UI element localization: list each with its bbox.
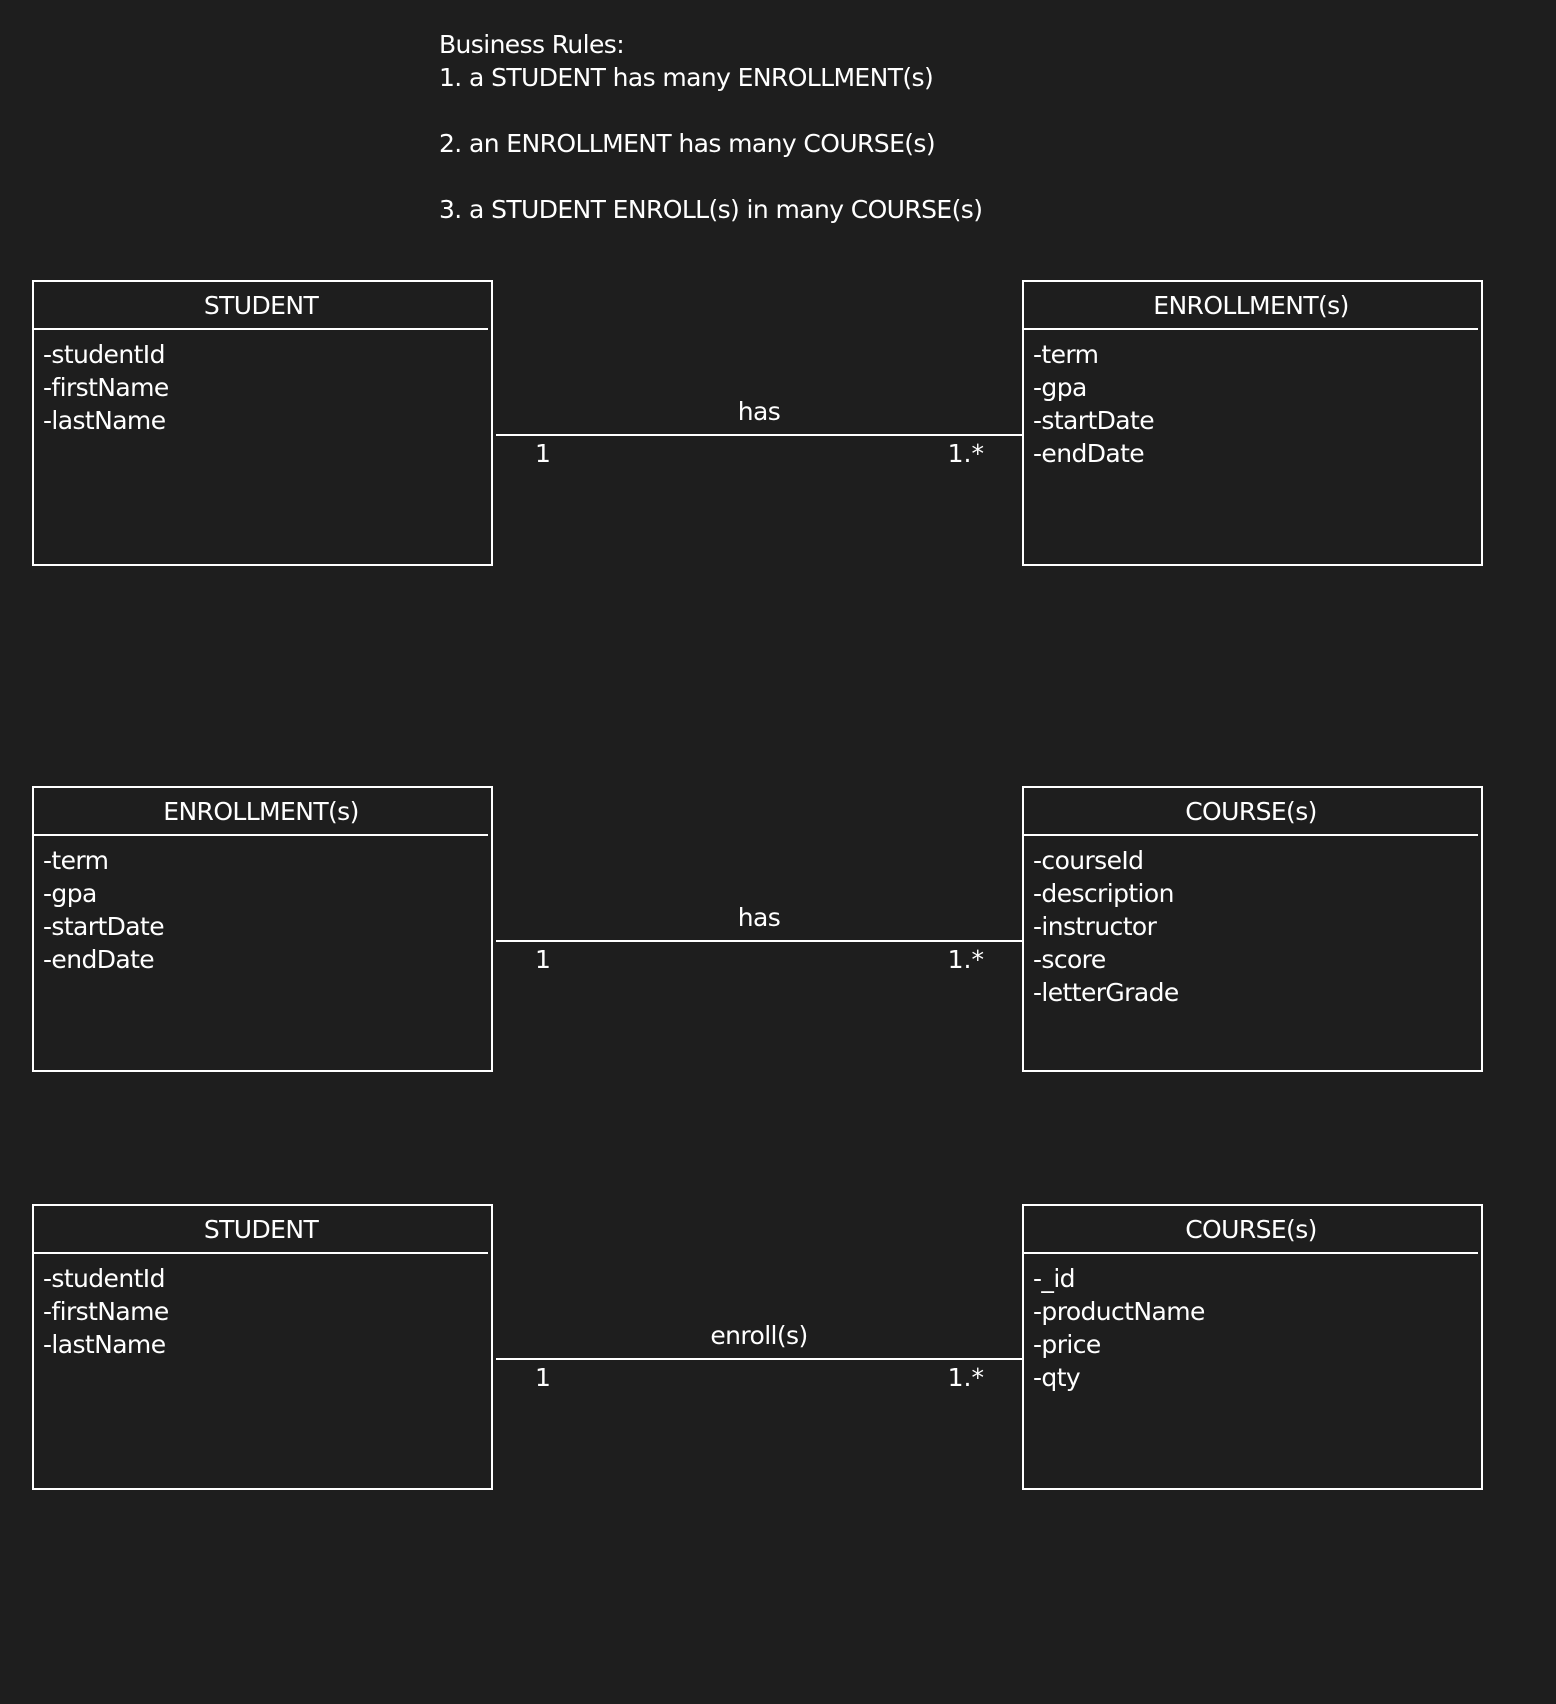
relationship-enrollment-course[interactable]: has 1 1.*: [496, 902, 1022, 974]
attribute: -gpa: [1033, 373, 1087, 402]
business-rules-heading: Business Rules:: [439, 30, 625, 59]
attribute: -studentId: [43, 1264, 165, 1293]
entity-title: STUDENT: [34, 1206, 488, 1254]
attribute: -productName: [1033, 1297, 1205, 1326]
attribute: -qty: [1033, 1363, 1081, 1392]
relationship-line[interactable]: [496, 434, 1022, 436]
cardinality-left: 1: [535, 439, 551, 468]
business-rule-1: 1. a STUDENT has many ENROLLMENT(s): [439, 63, 934, 92]
business-rule-2: 2. an ENROLLMENT has many COURSE(s): [439, 129, 936, 158]
cardinality-right: 1.*: [947, 1363, 984, 1392]
attribute-list: -term -gpa -startDate -endDate: [1024, 330, 1481, 470]
relationship-label: has: [737, 903, 781, 932]
attribute: -studentId: [43, 340, 165, 369]
entity-title: COURSE(s): [1024, 1206, 1478, 1254]
relationship-student-course[interactable]: enroll(s) 1 1.*: [496, 1320, 1022, 1392]
business-rule-3: 3. a STUDENT ENROLL(s) in many COURSE(s): [439, 195, 983, 224]
relationship-label: enroll(s): [710, 1321, 808, 1350]
entity-title: ENROLLMENT(s): [34, 788, 488, 836]
attribute: -courseId: [1033, 846, 1144, 875]
attribute: -score: [1033, 945, 1106, 974]
entity-student-2[interactable]: STUDENT -studentId -firstName -lastName: [32, 1204, 493, 1490]
cardinality-right: 1.*: [947, 439, 984, 468]
relationship-line[interactable]: [496, 1358, 1022, 1360]
business-rules-note: Business Rules: 1. a STUDENT has many EN…: [439, 28, 983, 226]
entity-title: COURSE(s): [1024, 788, 1478, 836]
relationship-label: has: [737, 397, 781, 426]
attribute: -startDate: [1033, 406, 1155, 435]
entity-student-1[interactable]: STUDENT -studentId -firstName -lastName: [32, 280, 493, 566]
entity-title: STUDENT: [34, 282, 488, 330]
attribute: -endDate: [43, 945, 155, 974]
attribute: -lastName: [43, 1330, 166, 1359]
attribute-list: -studentId -firstName -lastName: [34, 1254, 491, 1361]
attribute-list: -term -gpa -startDate -endDate: [34, 836, 491, 976]
entity-title: ENROLLMENT(s): [1024, 282, 1478, 330]
attribute: -letterGrade: [1033, 978, 1179, 1007]
attribute: -price: [1033, 1330, 1101, 1359]
attribute: -lastName: [43, 406, 166, 435]
attribute: -endDate: [1033, 439, 1145, 468]
relationship-student-enrollment[interactable]: has 1 1.*: [496, 396, 1022, 468]
attribute: -firstName: [43, 1297, 169, 1326]
attribute: -term: [43, 846, 109, 875]
cardinality-left: 1: [535, 1363, 551, 1392]
attribute: -_id: [1033, 1264, 1076, 1293]
cardinality-left: 1: [535, 945, 551, 974]
attribute: -description: [1033, 879, 1174, 908]
attribute: -term: [1033, 340, 1099, 369]
cardinality-right: 1.*: [947, 945, 984, 974]
relationship-line[interactable]: [496, 940, 1022, 942]
attribute: -startDate: [43, 912, 165, 941]
attribute-list: -studentId -firstName -lastName: [34, 330, 491, 437]
entity-enrollment-1[interactable]: ENROLLMENT(s) -term -gpa -startDate -end…: [1022, 280, 1483, 566]
entity-enrollment-2[interactable]: ENROLLMENT(s) -term -gpa -startDate -end…: [32, 786, 493, 1072]
entity-course-1[interactable]: COURSE(s) -courseId -description -instru…: [1022, 786, 1483, 1072]
attribute: -instructor: [1033, 912, 1157, 941]
attribute-list: -_id -productName -price -qty: [1024, 1254, 1481, 1394]
attribute: -firstName: [43, 373, 169, 402]
attribute-list: -courseId -description -instructor -scor…: [1024, 836, 1481, 1009]
entity-course-2[interactable]: COURSE(s) -_id -productName -price -qty: [1022, 1204, 1483, 1490]
attribute: -gpa: [43, 879, 97, 908]
